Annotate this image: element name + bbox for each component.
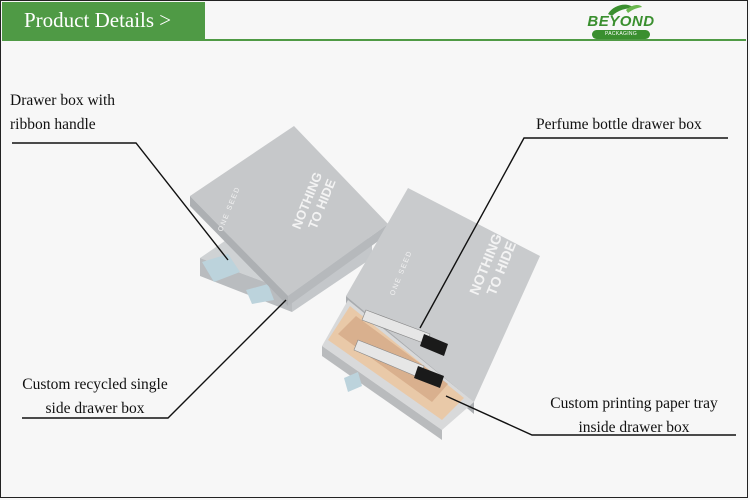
leaf-icon <box>608 4 642 16</box>
callout-label-ribbon: Drawer box with ribbon handle <box>10 89 115 137</box>
callout-line-recycled <box>22 299 287 419</box>
right-drawer-box <box>322 188 540 440</box>
callout-line-tray <box>445 395 736 436</box>
callout-label-recycled: Custom recycled single side drawer box <box>10 373 180 421</box>
section-header-tab: Product Details > <box>2 2 205 39</box>
header-divider <box>2 39 746 41</box>
callout-label-ribbon-line1: Drawer box with <box>10 92 116 109</box>
callout-line-perfume <box>419 137 728 329</box>
section-header-title: Product Details > <box>24 8 172 32</box>
callout-label-perfume: Perfume bottle drawer box <box>536 116 702 133</box>
callout-line-ribbon <box>12 142 229 261</box>
logo-brand-text: BEYOND <box>587 13 655 30</box>
logo-sub-text: PACKAGING <box>592 30 650 39</box>
callout-label-tray-line1: Custom printing paper tray <box>550 395 718 412</box>
callout-label-recycled-line2: side drawer box <box>45 400 145 417</box>
callout-label-ribbon-line2: ribbon handle <box>10 116 96 133</box>
callout-label-tray: Custom printing paper tray inside drawer… <box>534 392 734 440</box>
brand-logo: BEYOND PACKAGING <box>578 4 664 40</box>
perfume-bottles <box>353 309 448 388</box>
callout-label-tray-line2: inside drawer box <box>578 419 690 436</box>
left-lid <box>190 126 388 306</box>
callout-label-recycled-line1: Custom recycled single <box>22 376 168 393</box>
